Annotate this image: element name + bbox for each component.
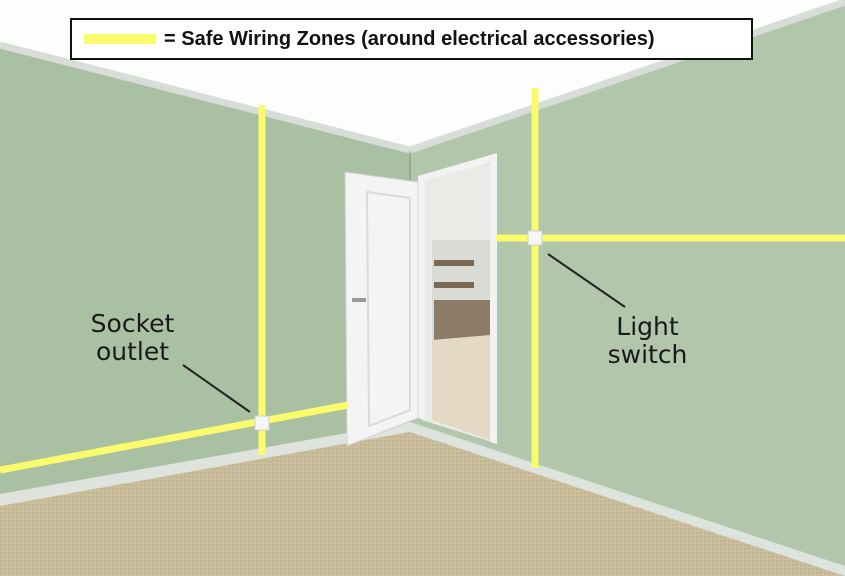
socket-label-line2: outlet	[95, 337, 170, 366]
safe-wiring-zones	[0, 88, 845, 474]
kitchen-shelf	[434, 260, 474, 266]
kitchen-floor	[432, 335, 490, 440]
door-handle	[352, 298, 366, 302]
door-leaf	[344, 171, 419, 447]
light-switch-label: Light switch	[600, 313, 695, 369]
kitchen-counter	[434, 300, 490, 340]
skirting-left	[0, 422, 410, 506]
door-panel	[365, 190, 411, 428]
socket-leader-line	[182, 364, 251, 413]
switch-leader-line	[547, 253, 626, 308]
cornice-left	[0, 41, 411, 154]
cornice-right	[408, 0, 845, 154]
legend-swatch	[84, 34, 156, 44]
switch-label-line2: switch	[607, 340, 688, 369]
socket-label-line1: Socket	[90, 309, 175, 338]
skirting-right	[410, 422, 845, 576]
switch-label-line1: Light	[616, 312, 679, 341]
socket-zone-horizontal	[0, 401, 349, 474]
light-switch-plate	[527, 230, 543, 246]
legend-text: = Safe Wiring Zones (around electrical a…	[164, 27, 655, 50]
kitchen-shelf-lower	[434, 282, 474, 288]
socket-outlet-label: Socket outlet	[80, 310, 185, 366]
socket-outlet-plate	[254, 415, 270, 431]
right-wall	[410, 0, 845, 576]
left-wall	[0, 45, 410, 505]
legend-box: = Safe Wiring Zones (around electrical a…	[70, 18, 753, 60]
